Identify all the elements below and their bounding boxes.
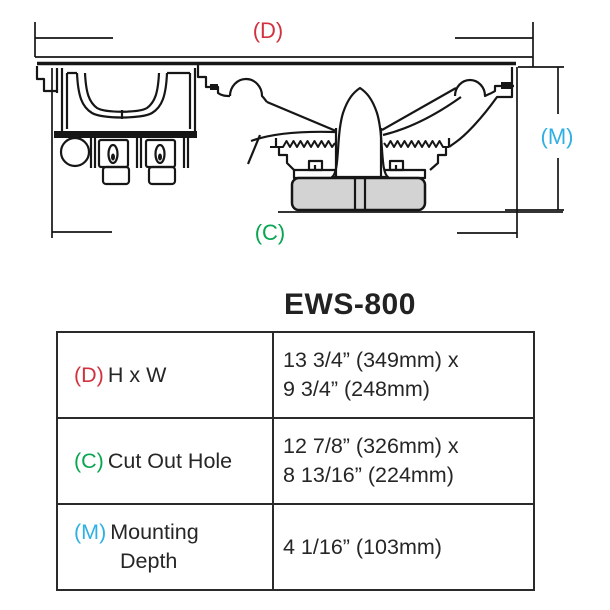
cell-value-depth: 4 1/16” (103mm) — [272, 503, 535, 591]
voice-coil-former — [334, 128, 383, 176]
terminal-dot-1 — [111, 153, 115, 161]
mounting-flange — [35, 56, 533, 66]
dimension-lines — [34, 22, 564, 238]
cone-left-upper — [266, 100, 337, 133]
cone-right-upper — [381, 87, 457, 131]
table-row-depth: (M)Mounting Depth 4 1/16” (103mm) — [56, 503, 535, 591]
housing-right-wall — [188, 68, 197, 133]
surround-right — [453, 78, 514, 98]
dim-label-m: (M) — [541, 124, 574, 149]
model-title: EWS-800 — [284, 288, 416, 321]
value-cutout-line2: 8 13/16” (224mm) — [283, 463, 454, 487]
speaker-cross-section-diagram: (D) (M) (C) — [34, 18, 574, 245]
dim-key-m: (M) — [74, 520, 107, 544]
basket-left-wall — [274, 138, 295, 171]
spec-table: (D)H x W 13 3/4” (349mm) x 9 3/4” (248mm… — [56, 331, 535, 591]
dim-m-line — [505, 66, 564, 211]
dim-d-left-tick — [34, 22, 113, 57]
dim-c-right-line — [457, 67, 518, 238]
cone-right-lower — [382, 96, 462, 137]
terminal-oval-1 — [107, 143, 119, 165]
value-depth-line1: 4 1/16” (103mm) — [283, 534, 442, 559]
basket-right-wall — [429, 138, 451, 171]
magnet-vent-lines — [353, 178, 367, 210]
value-cutout-line1: 12 7/8” (326mm) x — [283, 434, 459, 458]
crossover-bar — [54, 131, 197, 138]
cell-value-hxw: 13 3/4” (349mm) x 9 3/4” (248mm) — [272, 331, 535, 419]
cell-label-depth: (M)Mounting Depth — [56, 503, 274, 591]
dim-label-d: (D) — [253, 18, 284, 43]
dim-key-d: (D) — [74, 362, 104, 387]
value-hxw-line2: 9 3/4” (248mm) — [283, 377, 430, 401]
value-hxw-line1: 13 3/4” (349mm) x — [283, 348, 459, 372]
frame-right-wall — [448, 67, 514, 148]
dim-key-c: (C) — [74, 448, 104, 473]
left-frame-step — [35, 66, 59, 93]
magnet — [290, 176, 427, 212]
surround-left — [228, 77, 268, 103]
basket-left-step — [196, 64, 231, 98]
table-row-hxw: (D)H x W 13 3/4” (349mm) x 9 3/4” (248mm… — [56, 331, 535, 419]
dim-c-left-line — [51, 68, 112, 238]
housing-left-wall — [60, 68, 69, 133]
tweeter-cup-inner — [83, 72, 161, 113]
table-row-cutout: (C)Cut Out Hole 12 7/8” (326mm) x 8 13/1… — [56, 417, 535, 505]
basket-left-notch — [210, 84, 218, 90]
woofer-assembly — [196, 64, 563, 213]
label-depth-line2: Depth — [120, 549, 178, 573]
spade-lug-2 — [147, 165, 177, 186]
spider-left — [270, 140, 336, 148]
dust-cap — [330, 86, 390, 179]
terminal-bracket-lines — [89, 138, 190, 168]
capacitor-circle — [59, 136, 91, 168]
cell-value-cutout: 12 7/8” (326mm) x 8 13/16” (224mm) — [272, 417, 535, 505]
plate-bump-ticks — [313, 165, 398, 170]
cell-label-cutout: (C)Cut Out Hole — [56, 417, 274, 505]
label-cutout: Cut Out Hole — [107, 448, 233, 473]
spade-lug-1 — [101, 165, 131, 186]
terminal-oval-2 — [154, 143, 166, 165]
tweeter-assembly — [35, 66, 197, 186]
dim-label-c: (C) — [255, 220, 286, 245]
terminal-dot-2 — [158, 153, 162, 161]
basket-left-leg — [246, 134, 262, 165]
cell-label-hxw: (D)H x W — [56, 331, 274, 419]
label-hxw: H x W — [107, 362, 167, 387]
dim-d-right-tick — [455, 22, 534, 67]
cone-left-lower — [250, 130, 336, 143]
frame-right-lip — [501, 82, 513, 89]
label-depth-line1: Mounting — [110, 520, 199, 544]
spider-right — [383, 140, 449, 148]
